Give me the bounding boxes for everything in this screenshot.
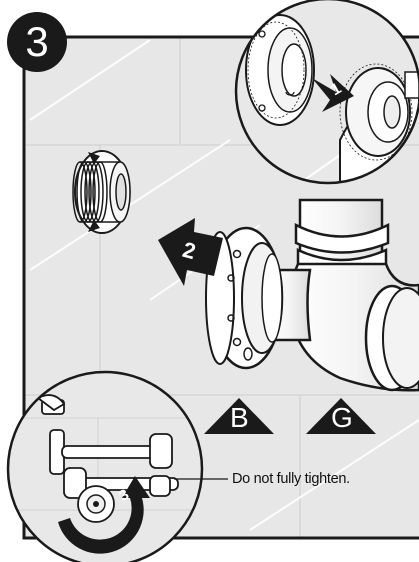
part-label-b: B [230, 404, 249, 432]
tightening-note: Do not fully tighten. [232, 471, 350, 487]
step-number-badge: 3 [7, 12, 67, 72]
part-label-g: G [331, 404, 353, 432]
step-number: 3 [25, 21, 48, 63]
bottom-magnifier [8, 372, 203, 562]
connector-knob [78, 486, 114, 522]
wall-stub-fitting [73, 151, 130, 233]
